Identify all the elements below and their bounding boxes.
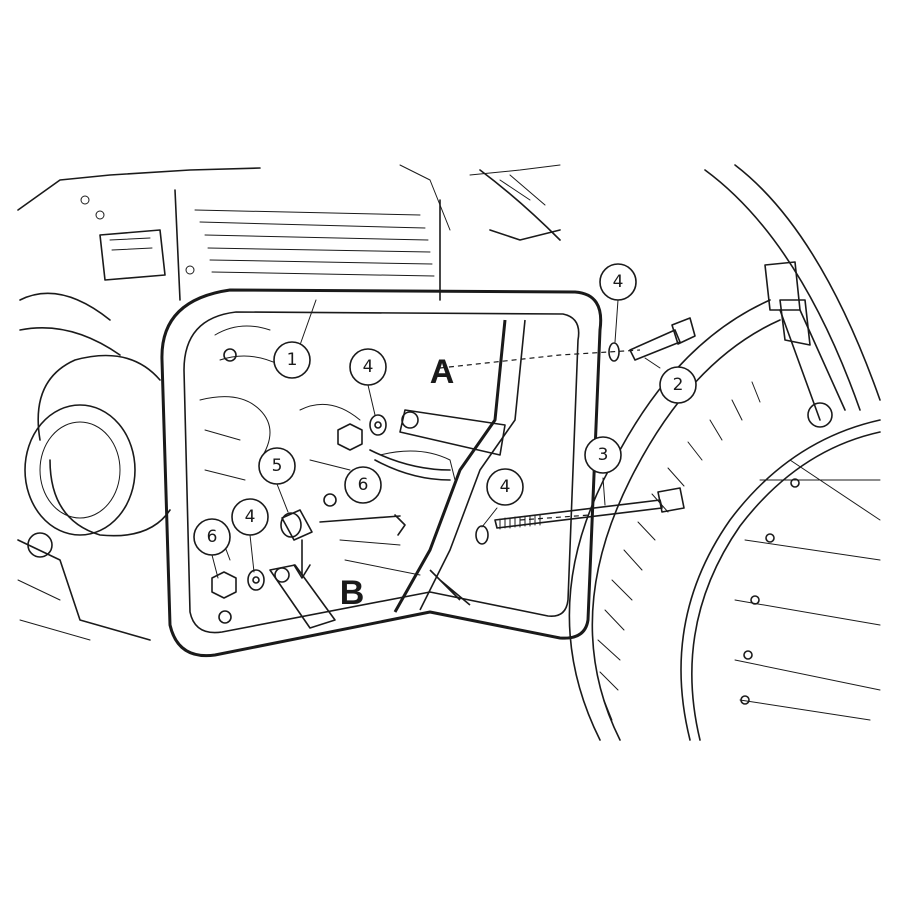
callout-2: 2 [659,366,697,404]
callout-1: 1 [273,341,311,379]
callout-5: 5 [258,447,296,485]
callout-6-upper: 6 [344,466,382,504]
callout-1-label: 1 [287,350,298,370]
callout-4-bolt3-label: 4 [500,477,511,497]
callout-6-upper-label: 6 [358,475,369,495]
hardware [211,317,696,599]
leader-lines [211,299,661,579]
callout-2-label: 2 [673,375,684,395]
callout-5-label: 5 [272,456,283,476]
callout-4-lower-label: 4 [245,507,256,527]
callout-4-upper-label: 4 [363,357,374,377]
mount-point-a-label: A [430,353,455,391]
callout-3: 3 [584,436,622,474]
callout-3-label: 3 [598,445,609,465]
callout-4-upper: 4 [349,348,387,386]
crash-bar-frame [160,288,603,658]
callout-4-bolt2-label: 4 [613,272,624,292]
callout-4-lower: 4 [231,498,269,536]
callout-4-bolt3: 4 [486,468,524,506]
engine-outline [17,164,561,641]
mount-point-b-label: B [340,574,365,612]
callout-6-lower-label: 6 [207,527,218,547]
callout-6-lower: 6 [193,518,231,556]
callout-4-bolt2: 4 [599,263,637,301]
